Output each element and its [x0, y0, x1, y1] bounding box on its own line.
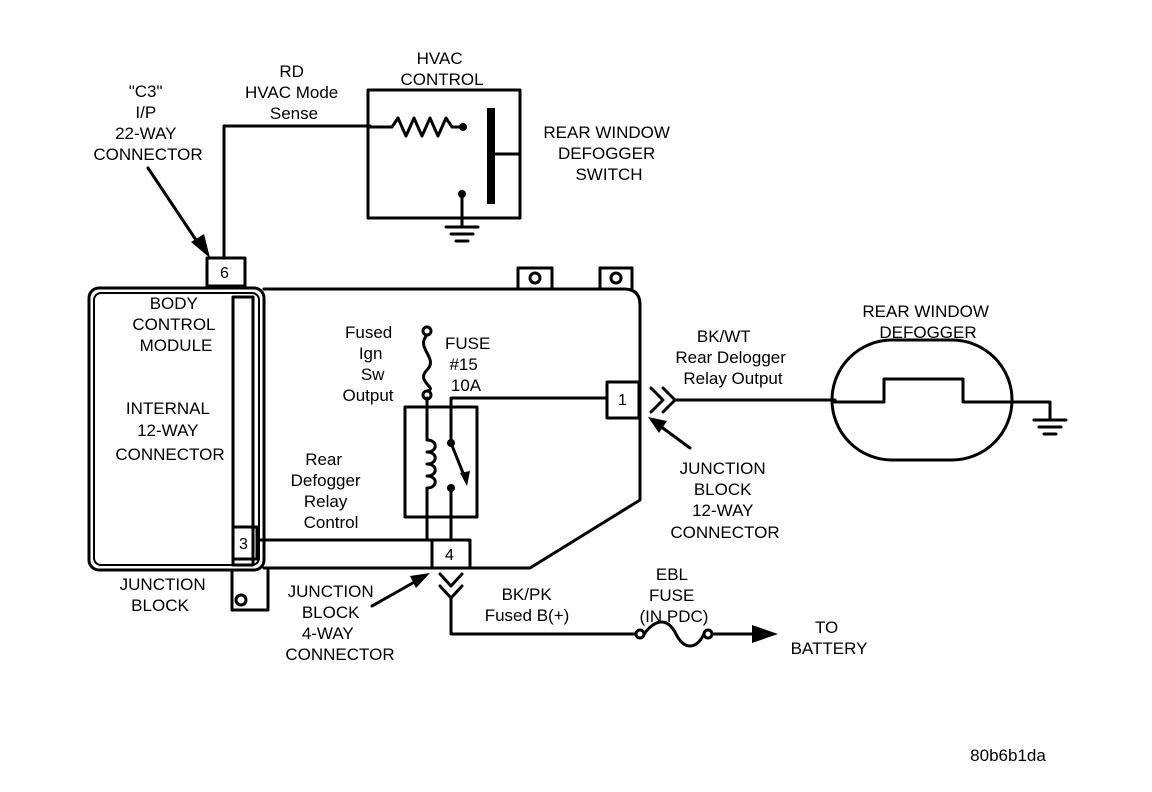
c3-pin-box	[205, 256, 247, 288]
fuse-15-label: FUSE #15 10A	[445, 334, 495, 395]
c3-pin-number: 6	[220, 265, 229, 282]
internal-12-way-connector	[231, 295, 255, 567]
relay-coil	[425, 396, 437, 542]
bkpk-wire	[449, 596, 638, 636]
body-control-module-outline	[87, 286, 266, 572]
jb-out-pin-box	[605, 380, 641, 420]
relay-switch	[447, 439, 470, 492]
jb-in-pin-number: 4	[445, 547, 454, 564]
body-control-module-inner	[93, 292, 260, 566]
bcm-label: BODY CONTROL MODULE	[132, 294, 219, 355]
ebl-fuse-label: EBL FUSE (IN PDC)	[640, 565, 709, 626]
jb-in-pin-box	[430, 538, 472, 570]
junction-block-label: JUNCTION BLOCK	[120, 575, 211, 615]
c3-connector-arrow	[146, 166, 210, 258]
jb-out-pin-number: 1	[618, 392, 627, 409]
bottom-mount-tab	[230, 568, 270, 612]
relay-box	[403, 405, 479, 519]
rear-window-defogger-outline	[830, 338, 1014, 462]
bcm-pin-box	[231, 525, 259, 561]
c3-connector-label: "C3" I/P 22-WAY CONNECTOR	[93, 82, 202, 164]
internal-connector-label: INTERNAL 12-WAY CONNECTOR	[115, 399, 224, 464]
defogger-ground-symbol	[1032, 418, 1068, 436]
relay-output-wire	[449, 396, 609, 445]
defogger-grid-element	[833, 377, 1052, 422]
bkpk-wire-label: BK/PK Fused B(+)	[485, 585, 570, 625]
jb-12way-label: JUNCTION BLOCK 12-WAY CONNECTOR	[670, 459, 779, 542]
rd-hvac-mode-sense-wire	[222, 124, 372, 260]
jb-4-way-arrow	[370, 573, 430, 608]
defogger-switch-label: REAR WINDOW DEFOGGER SWITCH	[543, 123, 674, 184]
pin-4-connector-chevron	[438, 572, 464, 600]
bcm-pin-number: 3	[239, 536, 248, 553]
pin-1-connector-chevron	[649, 386, 677, 414]
hvac-ground-symbol	[444, 225, 480, 243]
mounting-tab	[516, 266, 634, 290]
fused-ign-label: Fused Ign Sw Output	[342, 323, 397, 405]
figure-id: 80b6b1da	[970, 746, 1046, 765]
bkwt-wire-label: BK/WT Rear Delogger Relay Output	[675, 327, 790, 388]
junction-block-outline	[262, 287, 642, 570]
rear-window-defogger-label: REAR WINDOW DEFOGGER	[862, 302, 993, 342]
hvac-control-box	[366, 88, 522, 228]
jb-4way-label: JUNCTION BLOCK 4-WAY CONNECTOR	[285, 582, 394, 664]
hvac-control-label: HVAC CONTROL	[400, 49, 483, 89]
to-battery-label: TO BATTERY	[791, 618, 868, 658]
jb-12-way-arrow	[648, 417, 692, 450]
to-battery-arrow	[752, 625, 778, 643]
fuse-15-symbol	[421, 325, 433, 401]
rd-wire-label: RD HVAC Mode Sense	[245, 62, 343, 123]
relay-control-label: Rear Defogger Relay Control	[291, 450, 366, 532]
